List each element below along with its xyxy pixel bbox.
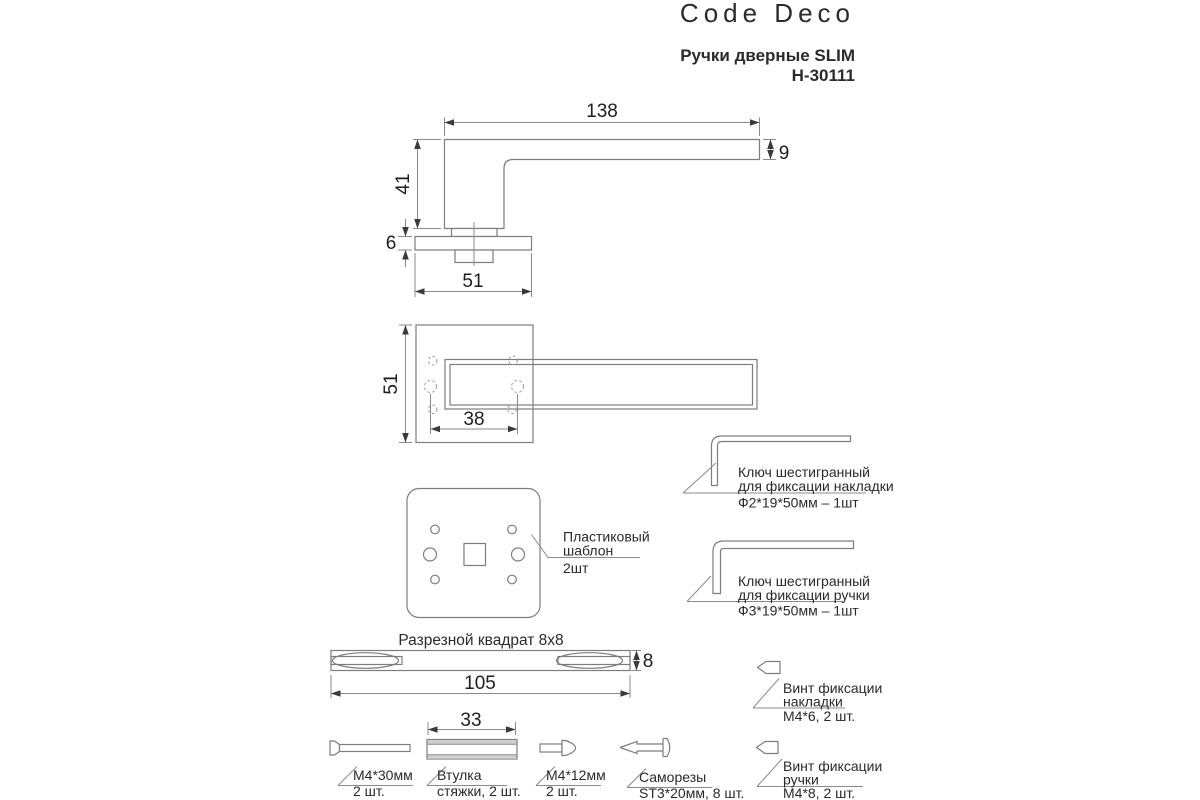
- model-number: Н-30111: [791, 66, 855, 85]
- dim-rose-thickness-label: 6: [386, 233, 397, 254]
- template-hole-mid-left: [422, 547, 438, 562]
- hole-mid-right: [511, 380, 524, 393]
- rose-side: [414, 235, 533, 251]
- spindle-slot-right: [555, 652, 624, 669]
- spindle-title: Разрезной квадрат 8х8: [398, 632, 563, 649]
- set-screw-handle-line2: ручки: [783, 772, 819, 788]
- bolt-leader: [337, 766, 413, 786]
- template-label-line2: шаблон: [563, 543, 613, 559]
- dim-neck-height-label: 41: [393, 173, 414, 194]
- screw-head-icon: [561, 739, 577, 757]
- hole-top-left: [427, 355, 438, 366]
- sleeve-leader: [426, 766, 507, 786]
- screw-name-label: M4*12мм: [546, 767, 606, 783]
- hex-key-plate-leader: [682, 462, 866, 494]
- sleeve-name-label: Втулка: [437, 767, 482, 783]
- set-screw-handle-spec: M4*8, 2 шт.: [783, 785, 855, 800]
- hex-key-icon: [710, 435, 852, 487]
- dim-6-extensions: [398, 236, 412, 251]
- set-screw-plate-group: Винт фиксации накладки M4*6, 2 шт.: [752, 660, 882, 724]
- self-tapping-name-label: Саморезы: [639, 769, 706, 785]
- spindle-bar-drawing: Разрезной квадрат 8х8 8 105: [330, 632, 654, 698]
- template-leader-line: [531, 534, 640, 558]
- template-hole-top-right: [507, 524, 517, 535]
- dim-spindle-size-label: 8: [643, 651, 654, 672]
- hex-key-handle-group: Ключ шестигранный для фиксации ручки Ф3*…: [686, 540, 870, 619]
- set-screw-handle-group: Винт фиксации ручки M4*8, 2 шт.: [755, 740, 882, 800]
- side-view-drawing: 138 41 6 9 51: [386, 101, 790, 297]
- spindle-slot-left-tab: [330, 655, 403, 666]
- template-hole-mid-right: [510, 547, 526, 562]
- brand-logo: Code Deco: [679, 0, 855, 28]
- template-hole-bottom-right: [507, 574, 517, 585]
- dim-lever-thickness-label: 9: [779, 143, 790, 164]
- plastic-template-drawing: Пластиковый шаблон 2шт: [406, 487, 650, 619]
- hex-key-plate-group: Ключ шестигранный для фиксации накладки …: [682, 435, 894, 511]
- hex-key-handle-line2: для фиксации ручки: [738, 587, 870, 603]
- hex-key-handle-spec: Ф3*19*50мм – 1шт: [738, 603, 859, 619]
- self-tapping-group: Саморезы ST3*20мм, 8 шт.: [619, 737, 744, 800]
- set-screw-handle-line1: Винт фиксации: [783, 758, 882, 774]
- screw-leader: [535, 766, 601, 786]
- self-tapping-qty-label: ST3*20мм, 8 шт.: [639, 785, 744, 800]
- bolt-qty-label: 2 шт.: [353, 783, 385, 799]
- screw-qty-label: 2 шт.: [546, 783, 578, 799]
- self-tapping-icon: [619, 737, 671, 758]
- spindle-slot-left: [331, 652, 400, 669]
- hole-bottom-right: [507, 404, 517, 415]
- template-outline: [406, 487, 541, 619]
- dim-hole-spacing-label: 38: [463, 409, 484, 430]
- hole-top-right: [508, 355, 518, 366]
- plan-view-drawing: 51 38: [381, 324, 758, 444]
- set-screw-plate-line2: накладки: [783, 694, 843, 710]
- hex-key-plate-line2: для фиксации накладки: [738, 478, 894, 494]
- bolt-group: M4*30мм 2 шт.: [329, 740, 413, 799]
- spindle-slot-right-tab: [557, 655, 631, 666]
- sleeve-inner-lines: [427, 743, 517, 756]
- sleeve-thread-bottom: [427, 754, 517, 759]
- hole-mid-left: [424, 380, 437, 393]
- dim-sleeve-length-label: 33: [460, 710, 481, 731]
- sleeve-group: 33 Втулка стяжки, 2 шт.: [426, 710, 521, 799]
- hole-bottom-left: [427, 404, 438, 415]
- rose-plan-square: [415, 324, 534, 444]
- product-line-title: Ручки дверные SLIM: [680, 46, 855, 65]
- dim-lever-length-label: 138: [586, 101, 618, 122]
- set-screw-icon: [756, 660, 781, 675]
- lever-plan-inner: [449, 363, 754, 406]
- dim-9-extensions: [763, 139, 776, 160]
- sleeve-thread-top: [427, 740, 517, 745]
- dim-rose-width-label: 51: [462, 271, 483, 292]
- set-screw-plate-leader: [752, 678, 845, 709]
- bolt-icon: [329, 740, 341, 756]
- template-square-hole: [463, 542, 487, 567]
- hex-key-icon: [712, 540, 855, 595]
- screw-m4-12-group: M4*12мм 2 шт.: [535, 739, 606, 799]
- hex-key-handle-line1: Ключ шестигранный: [738, 573, 870, 589]
- lever-plan-outer: [444, 358, 758, 410]
- sleeve-qty-label: стяжки, 2 шт.: [437, 783, 521, 799]
- template-qty-label: 2шт: [563, 560, 589, 576]
- hex-key-plate-spec: Ф2*19*50мм – 1шт: [738, 495, 859, 511]
- set-screw-plate-line1: Винт фиксации: [783, 680, 882, 696]
- screw-shaft: [539, 743, 563, 753]
- template-hole-bottom-left: [430, 574, 440, 585]
- dim-spindle-length-label: 105: [464, 673, 496, 694]
- bolt-shaft: [338, 743, 411, 753]
- title-block: Code Deco Ручки дверные SLIM Н-30111: [680, 0, 855, 85]
- dim-rose-size-label: 51: [381, 373, 402, 394]
- bolt-name-label: M4*30мм: [353, 767, 413, 783]
- set-screw-icon: [755, 740, 779, 755]
- template-label-line1: Пластиковый: [563, 529, 650, 545]
- hex-key-handle-leader: [686, 575, 843, 602]
- hex-key-plate-line1: Ключ шестигранный: [738, 464, 870, 480]
- handle-side-outline: [443, 138, 761, 230]
- set-screw-handle-leader: [756, 758, 863, 787]
- self-tapping-leader: [626, 768, 712, 788]
- template-hole-top-left: [430, 524, 440, 535]
- set-screw-plate-spec: M4*6, 2 шт.: [783, 708, 855, 724]
